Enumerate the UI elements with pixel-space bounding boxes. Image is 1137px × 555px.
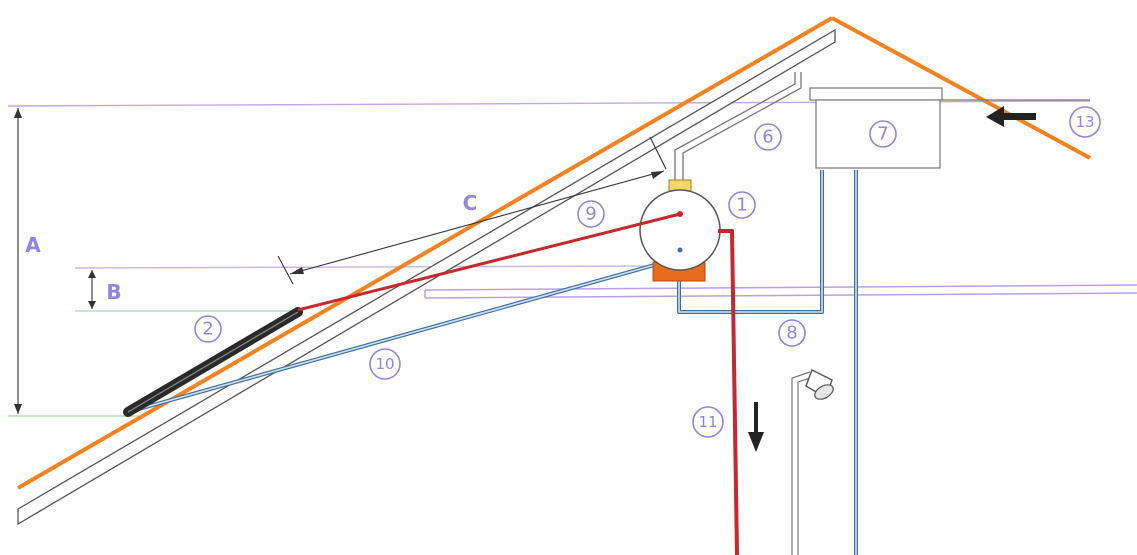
storage-tank: [639, 179, 721, 271]
hot-pipe-supply: [718, 229, 739, 555]
shower-head-icon: [805, 369, 834, 400]
callout-6-text: 6: [762, 127, 773, 148]
callout-11-text: 11: [698, 413, 717, 431]
callout-8: 8: [778, 319, 806, 347]
callout-1: 1: [728, 191, 756, 219]
dimension-b-label: B: [106, 280, 121, 304]
hot-water-pipes: [297, 211, 739, 555]
callout-10-text: 10: [375, 355, 394, 373]
callout-2: 2: [194, 315, 222, 343]
callout-11: 11: [692, 406, 724, 438]
callout-13-text: 13: [1075, 113, 1094, 131]
hot-pipe-flow: [297, 212, 681, 312]
dimension-c: [277, 136, 667, 285]
callout-6: 6: [754, 123, 782, 151]
callout-9-text: 9: [585, 204, 596, 225]
vent-pipe: [674, 72, 802, 180]
arrow-left-icon: [986, 106, 1036, 127]
water-tank: [809, 87, 1090, 169]
callout-13: 13: [1069, 106, 1101, 138]
roof-left-slope: [16, 16, 834, 490]
dimension-a: [14, 108, 22, 414]
roof-right-slope: [831, 16, 1091, 160]
callout-10: 10: [369, 348, 401, 380]
dimension-c-label: C: [463, 191, 478, 215]
dimension-a-label: A: [25, 233, 41, 257]
callout-7: 7: [869, 120, 897, 148]
callout-2-text: 2: [202, 319, 213, 340]
callout-8-text: 8: [786, 323, 797, 344]
callout-1-text: 1: [736, 195, 747, 216]
callout-7-text: 7: [877, 124, 888, 145]
callout-9: 9: [577, 200, 605, 228]
shower: [791, 369, 834, 555]
solar-collector: [123, 307, 303, 417]
ceiling-slab: [424, 284, 1137, 299]
guide-upper-b: [74, 265, 651, 269]
dimension-b: [88, 270, 96, 309]
arrow-down-icon: [748, 402, 764, 452]
